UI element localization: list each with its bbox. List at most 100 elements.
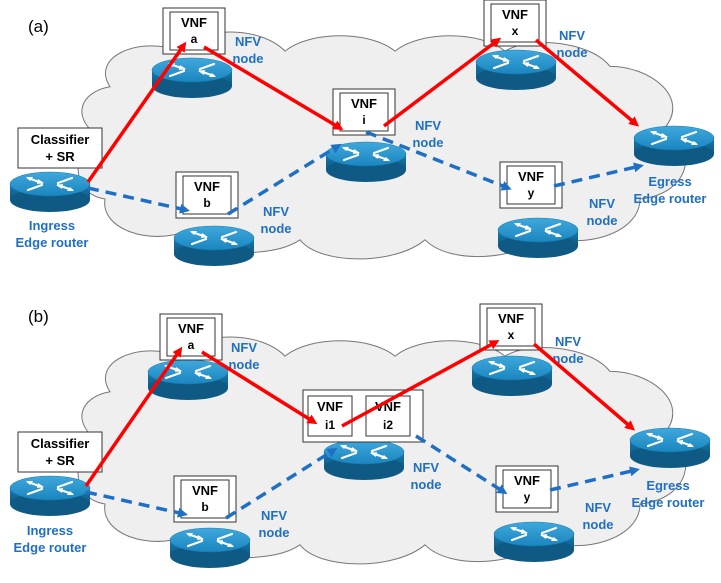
panel-b: (b) Classifier + SR VNF a VNF b — [8, 303, 712, 570]
vnf-i-sub: i — [362, 113, 365, 127]
panel-a: (a) Classifier + SR VNF a VNF b — [8, 0, 716, 268]
vnf-b-title: VNF — [192, 483, 218, 498]
alt-arrow-b-to-i2 — [225, 447, 338, 520]
sr-arrow-a-to-i1 — [201, 350, 318, 425]
nfv-label-x: NFV node — [552, 334, 583, 366]
svg-text:node: node — [586, 213, 617, 228]
sr-arrow-x-to-egress — [532, 342, 636, 431]
svg-text:node: node — [410, 477, 441, 492]
nfv-label-y: NFV node — [582, 500, 613, 532]
svg-text:node: node — [258, 525, 289, 540]
nfv-label-i: NFV node — [410, 460, 441, 492]
alt-path-a — [87, 130, 644, 216]
svg-text:Edge router: Edge router — [634, 191, 707, 206]
vnf-a-box: VNF a — [159, 313, 223, 361]
svg-text:node: node — [412, 135, 443, 150]
alt-path-b — [85, 434, 640, 520]
svg-text:node: node — [552, 351, 583, 366]
vnf-y-title: VNF — [514, 473, 540, 488]
nfv-label-y: NFV node — [586, 196, 617, 228]
svg-text:NFV: NFV — [261, 508, 287, 523]
alt-arrow-i-to-y — [365, 130, 512, 191]
ingress-label: Ingress Edge router — [16, 218, 89, 250]
vnf-i1-sub: i1 — [325, 418, 335, 432]
egress-label: Egress Edge router — [632, 478, 705, 510]
vnf-a-box: VNF a — [162, 7, 226, 55]
classifier-line2: + SR — [45, 453, 75, 468]
vnf-a-title: VNF — [178, 321, 204, 336]
ingress-router-icon — [8, 474, 92, 518]
vnf-x-box: VNF x — [479, 303, 543, 351]
sr-arrow-i1-to-x — [341, 340, 500, 428]
svg-text:node: node — [556, 45, 587, 60]
router-b-icon — [168, 526, 252, 570]
nfv-label-a: NFV node — [228, 340, 259, 372]
nfv-label-i: NFV node — [412, 118, 443, 150]
classifier-box: Classifier + SR — [17, 431, 103, 473]
nfv-label-x: NFV node — [556, 28, 587, 60]
vnf-x-sub: x — [512, 24, 519, 38]
sr-path-b — [84, 340, 636, 487]
panel-a-label: (a) — [28, 17, 49, 36]
vnf-y-sub: y — [528, 186, 535, 200]
vnf-a-sub: a — [191, 32, 198, 46]
sr-arrow-x-to-egress — [534, 38, 640, 127]
vnf-a-sub: a — [188, 338, 195, 352]
svg-text:NFV: NFV — [413, 460, 439, 475]
alt-arrow-y-to-egress — [553, 162, 644, 188]
nfv-label-b: NFV node — [258, 508, 289, 540]
vnf-b-sub: b — [203, 196, 210, 210]
vnf-i-pair-box: VNF i1 VNF i2 — [302, 389, 424, 443]
classifier-line1: Classifier — [31, 132, 90, 147]
vnf-x-title: VNF — [498, 311, 524, 326]
sr-arrow-ingress-to-a — [86, 41, 187, 184]
vnf-b-title: VNF — [194, 179, 220, 194]
svg-text:NFV: NFV — [589, 196, 615, 211]
router-i-icon — [322, 438, 406, 482]
svg-text:NFV: NFV — [263, 204, 289, 219]
router-y-icon — [492, 520, 576, 564]
router-y-icon — [496, 216, 580, 260]
svg-text:Egress: Egress — [646, 478, 689, 493]
vnf-i2-sub: i2 — [383, 418, 393, 432]
svg-text:NFV: NFV — [559, 28, 585, 43]
router-b-icon — [172, 224, 256, 268]
vnf-y-title: VNF — [518, 169, 544, 184]
egress-label: Egress Edge router — [634, 174, 707, 206]
egress-router-icon — [632, 124, 716, 168]
ingress-router-icon — [8, 170, 92, 214]
vnf-i-box: VNF i — [332, 88, 396, 136]
svg-text:Ingress: Ingress — [29, 218, 75, 233]
router-x-icon — [474, 48, 558, 92]
svg-text:Edge router: Edge router — [14, 540, 87, 555]
vnf-b-sub: b — [201, 500, 208, 514]
nfv-label-b: NFV node — [260, 204, 291, 236]
vnf-y-box: VNF y — [495, 465, 559, 513]
svg-text:node: node — [582, 517, 613, 532]
sr-arrow-i-to-x — [382, 37, 502, 128]
svg-text:NFV: NFV — [585, 500, 611, 515]
sr-path-a — [86, 37, 640, 184]
nfv-label-a: NFV node — [232, 34, 263, 66]
svg-text:node: node — [260, 221, 291, 236]
vnf-y-sub: y — [524, 490, 531, 504]
svg-text:NFV: NFV — [231, 340, 257, 355]
svg-text:NFV: NFV — [555, 334, 581, 349]
ingress-label: Ingress Edge router — [14, 523, 87, 555]
svg-text:NFV: NFV — [235, 34, 261, 49]
alt-arrow-b-to-i — [227, 143, 342, 216]
panel-b-label: (b) — [28, 307, 49, 326]
vnf-a-title: VNF — [181, 15, 207, 30]
router-a-icon — [150, 56, 234, 100]
svg-text:Edge router: Edge router — [632, 495, 705, 510]
vnf-i1-title: VNF — [317, 399, 343, 414]
alt-arrow-y-to-egress — [549, 466, 640, 492]
vnf-x-box: VNF x — [483, 0, 547, 47]
svg-text:NFV: NFV — [415, 118, 441, 133]
classifier-line2: + SR — [45, 149, 75, 164]
vnf-x-sub: x — [508, 328, 515, 342]
vnf-y-box: VNF y — [499, 161, 563, 209]
svg-text:Edge router: Edge router — [16, 235, 89, 250]
classifier-box: Classifier + SR — [17, 127, 103, 169]
